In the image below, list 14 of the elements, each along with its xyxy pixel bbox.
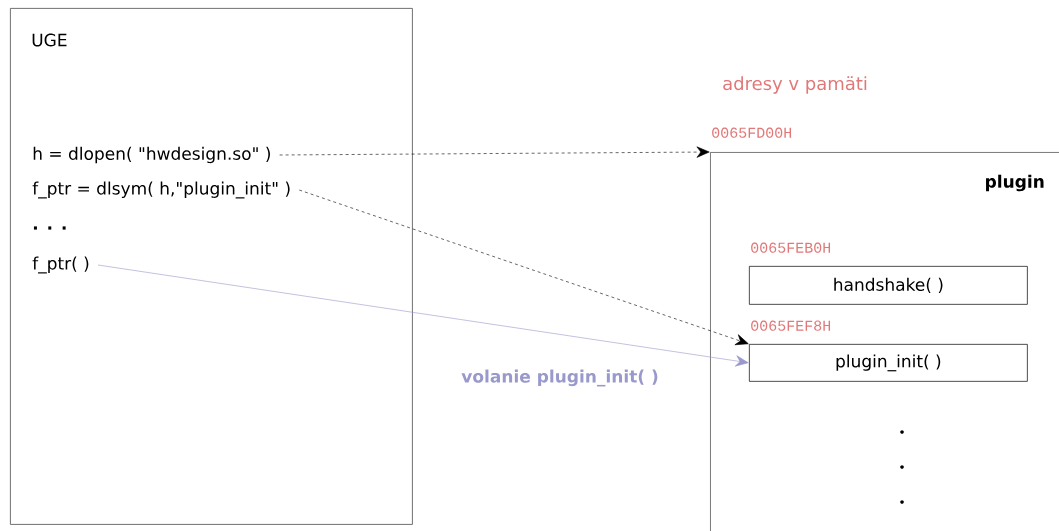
- code-line: f_ptr( ): [32, 256, 89, 274]
- address-label: 0065FD00H: [712, 127, 791, 138]
- heading-text: adresy v pamäti: [723, 76, 867, 94]
- arrow: [279, 146, 710, 158]
- arrow: [298, 189, 749, 346]
- code-line: f_ptr = dlsym( h,"plugin_init" ): [32, 181, 290, 199]
- address-label: 0065FEB0H: [751, 242, 830, 253]
- edge-label: volanie plugin_init( ): [461, 369, 658, 387]
- ellipsis-text: . . .: [33, 226, 66, 230]
- arrow: [97, 264, 749, 367]
- function-box: handshake( ): [749, 266, 1028, 305]
- code-line: h = dlopen( "hwdesign.so" ): [33, 146, 270, 164]
- address-label: 0065FEF8H: [751, 320, 830, 331]
- function-box: plugin_init( ): [749, 344, 1028, 382]
